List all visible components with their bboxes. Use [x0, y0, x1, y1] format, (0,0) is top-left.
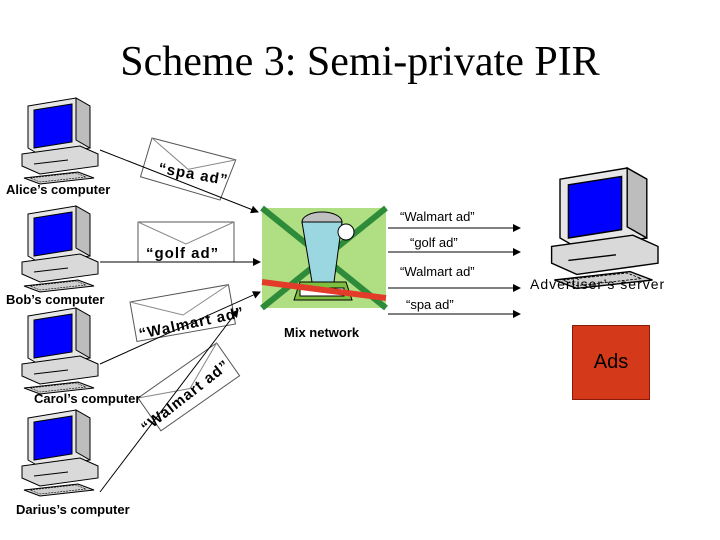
alice-arrow — [99, 149, 259, 214]
bob-label: Bob’s computer — [6, 292, 105, 307]
mix-network-icon — [260, 205, 388, 311]
carol-computer-icon — [21, 307, 99, 395]
out-message-3: “Walmart ad” — [400, 264, 475, 279]
darius-label: Darius’s computer — [16, 502, 130, 517]
out-message-4: “spa ad” — [406, 297, 454, 312]
out-message-2: “golf ad” — [410, 235, 458, 250]
bob-computer-icon — [21, 205, 99, 293]
darius-arrow — [99, 309, 239, 493]
out-message-1: “Walmart ad” — [400, 209, 475, 224]
server-computer-icon — [550, 167, 659, 290]
alice-label: Alice’s computer — [6, 182, 111, 197]
alice-computer-icon — [21, 97, 99, 185]
carol-label: Carol’s computer — [34, 391, 141, 406]
server-label: Advertiser’s server — [530, 276, 666, 292]
carol-arrow — [99, 291, 261, 365]
carol-envelope-icon — [129, 284, 237, 342]
darius-computer-icon — [21, 409, 99, 497]
page-title: Scheme 3: Semi-private PIR — [120, 39, 600, 85]
ads-box: Ads — [572, 325, 650, 400]
bob-envelope-text: “golf ad” — [146, 245, 220, 262]
mix-network-label: Mix network — [284, 325, 360, 340]
